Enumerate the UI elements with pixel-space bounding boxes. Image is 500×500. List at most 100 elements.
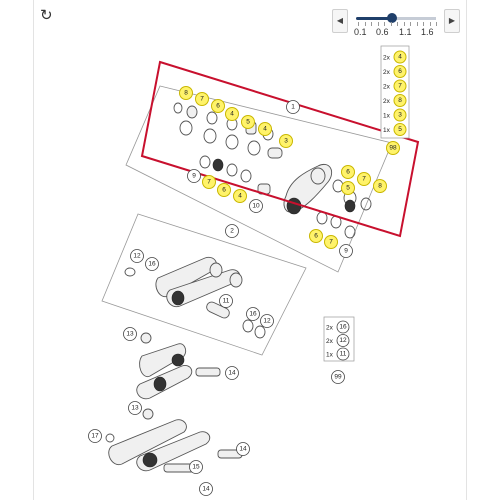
callout-c14b[interactable]: 14 [236, 442, 250, 456]
zoom-tick [384, 22, 385, 26]
kit-number: 16 [339, 324, 347, 331]
zoom-tick [429, 22, 431, 26]
callout-number: 7 [200, 96, 204, 103]
callout-c13b[interactable]: 13 [128, 401, 142, 415]
callout-c2a[interactable]: 2 [225, 224, 239, 238]
callout-c8b[interactable]: 8 [373, 179, 387, 193]
kit-qty: 2x [383, 69, 391, 76]
callout-number: 4 [238, 193, 242, 200]
callout-number: 6 [222, 187, 226, 194]
refresh-icon[interactable]: ↻ [40, 7, 53, 24]
callout-circle [236, 442, 250, 456]
callout-c7d[interactable]: 7 [324, 235, 338, 249]
callout-c9b[interactable]: 9 [339, 244, 353, 258]
kit-circle [393, 50, 407, 64]
callout-circle [249, 199, 263, 213]
callout-circle [130, 249, 144, 263]
callout-number: 14 [202, 486, 210, 493]
callout-number: 16 [249, 311, 257, 318]
callout-c5a[interactable]: 5 [241, 115, 255, 129]
callout-circle [189, 460, 203, 474]
callout-number: 3 [284, 138, 288, 145]
callout-circle [260, 314, 274, 328]
callout-number: 9 [344, 248, 348, 255]
assembly-2-outline [101, 213, 307, 356]
callout-c6a[interactable]: 6 [211, 99, 225, 113]
callout-c12a[interactable]: 12 [130, 249, 144, 263]
callout-circle [331, 370, 345, 384]
zoom-tick [377, 22, 379, 26]
callout-c4c[interactable]: 4 [233, 189, 247, 203]
callout-circle [199, 482, 213, 496]
callout-c10a[interactable]: 10 [249, 199, 263, 213]
callout-c6d[interactable]: 6 [309, 229, 323, 243]
callout-circle [211, 99, 225, 113]
callout-circle [225, 107, 239, 121]
callout-number: 16 [148, 261, 156, 268]
callout-c6c[interactable]: 6 [341, 165, 355, 179]
callout-c4b[interactable]: 4 [258, 122, 272, 136]
kit-number: 5 [398, 126, 402, 133]
callout-c5b[interactable]: 5 [341, 181, 355, 195]
callout-c11a[interactable]: 11 [219, 294, 233, 308]
kit-qty: 2x [326, 338, 334, 345]
callout-c14a[interactable]: 14 [225, 366, 239, 380]
callout-c7c[interactable]: 7 [357, 172, 371, 186]
callout-c7a[interactable]: 7 [195, 92, 209, 106]
zoom-out-button[interactable]: ◀ [332, 9, 348, 33]
callout-circle [241, 115, 255, 129]
kit-number: 7 [398, 83, 402, 90]
zoom-in-button[interactable]: ▶ [444, 9, 460, 33]
callout-circle [145, 257, 159, 271]
kit-qty: 2x [383, 98, 391, 105]
kit-qty: 2x [326, 325, 334, 332]
callout-c6b[interactable]: 6 [217, 183, 231, 197]
callout-circle [339, 244, 353, 258]
callout-c12b[interactable]: 12 [260, 314, 274, 328]
assembly-2-parts [124, 256, 266, 339]
callout-c13a[interactable]: 13 [123, 327, 137, 341]
callout-c17a[interactable]: 17 [88, 429, 102, 443]
callout-number: 4 [263, 126, 267, 133]
kit-row[interactable]: 2x 16 [326, 320, 350, 334]
zoom-control[interactable]: ◀ 0.1 0.6 1.1 1.6 ▶ [332, 4, 460, 40]
callout-circle [309, 229, 323, 243]
callout-number: 7 [207, 179, 211, 186]
callout-c3a[interactable]: 3 [279, 134, 293, 148]
callout-c16b[interactable]: 16 [246, 307, 260, 321]
callout-c14c[interactable]: 14 [199, 482, 213, 496]
callout-c16a[interactable]: 16 [145, 257, 159, 271]
callout-number: 8 [184, 90, 188, 97]
callout-number: 17 [91, 433, 99, 440]
zoom-tick-label: 1.6 [421, 27, 434, 37]
callout-c4a[interactable]: 4 [225, 107, 239, 121]
callout-k99[interactable]: 99 [331, 370, 345, 384]
callout-circle [217, 183, 231, 197]
zoom-slider-thumb[interactable] [387, 13, 397, 23]
callout-number: 15 [192, 464, 200, 471]
callout-c9a[interactable]: 9 [187, 169, 201, 183]
callout-k98[interactable]: 98 [386, 141, 400, 155]
callout-number: 7 [329, 239, 333, 246]
callout-circle [258, 122, 272, 136]
callout-c8a[interactable]: 8 [179, 86, 193, 100]
callout-number: 4 [230, 111, 234, 118]
zoom-slider-track[interactable] [356, 17, 392, 20]
kit-number: 3 [398, 112, 402, 119]
callout-number: 10 [252, 203, 260, 210]
callout-c15a[interactable]: 15 [189, 460, 203, 474]
callout-c1a[interactable]: 1 [286, 100, 300, 114]
callout-circle [123, 327, 137, 341]
kit-circle [393, 79, 407, 93]
zoom-slider-rest [392, 17, 436, 20]
callout-c7b[interactable]: 7 [202, 175, 216, 189]
zoom-tick [371, 22, 372, 26]
